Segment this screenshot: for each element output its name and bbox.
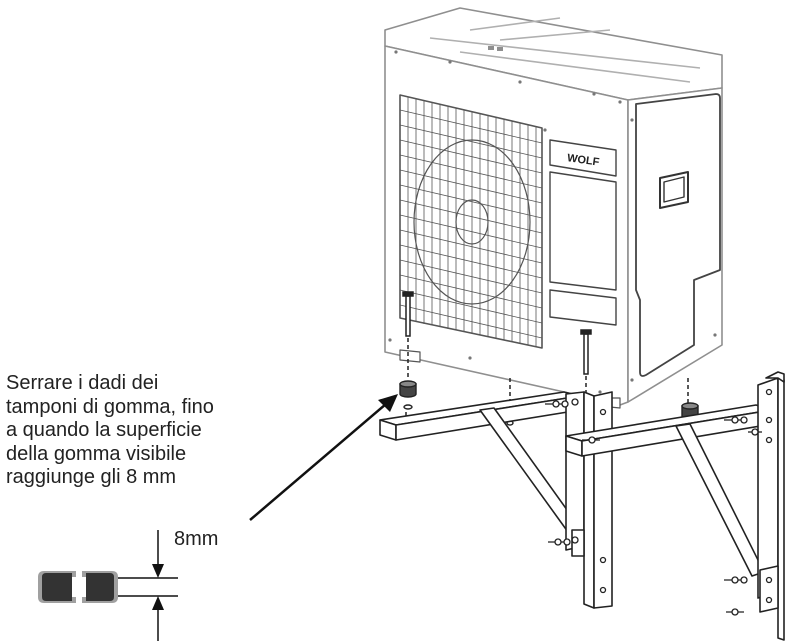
service-cover	[635, 93, 721, 377]
cover-handle	[659, 171, 689, 209]
instruction-line: Serrare i dadi dei	[6, 372, 159, 394]
logo-plate	[549, 139, 617, 177]
dimension-label: 8mm	[174, 528, 219, 550]
instruction-line: tamponi di gomma, fino	[6, 395, 214, 418]
bracket-screws	[545, 400, 762, 616]
pointer-arrow	[249, 394, 398, 521]
wall-bracket-left	[379, 391, 613, 609]
rubber-pad-detail	[38, 571, 178, 603]
instruction-line: a quando la superficie	[6, 419, 202, 442]
instruction-line: della gomma visibile	[6, 442, 187, 465]
instruction-text: Serrare i dadi dei tamponi di gomma, fin…	[6, 372, 276, 490]
dimension-arrows	[152, 530, 164, 641]
wall-bracket-right	[565, 371, 785, 641]
outdoor-unit	[384, 7, 723, 409]
unit-logo: WOLF	[566, 152, 600, 168]
instruction-line: raggiunge gli 8 mm	[6, 466, 177, 489]
